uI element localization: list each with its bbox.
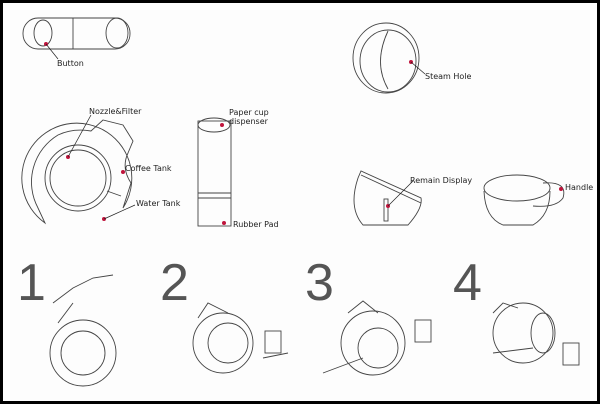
- step-2-illustration: [192, 302, 289, 374]
- label-water-tank: Water Tank: [136, 199, 181, 208]
- body-side-view: [21, 119, 134, 225]
- label-paper-cup-dispenser: Paper cup dispenser: [229, 108, 269, 126]
- step-4-illustration: [492, 302, 580, 366]
- step-1-illustration: [49, 274, 117, 387]
- capsule-top-view: [22, 17, 131, 50]
- leader-lines: [45, 43, 426, 220]
- marker-dots: [44, 42, 563, 225]
- label-coffee-tank: Coffee Tank: [125, 164, 172, 173]
- label-steam-hole: Steam Hole: [425, 72, 472, 81]
- cup-dispenser-view: [197, 117, 232, 227]
- product-diagram: Button Nozzle&Filter Coffee Tank Water T…: [3, 3, 597, 401]
- line-drawings: [21, 17, 580, 387]
- step-number-2: 2: [160, 254, 189, 312]
- tank-side-view: [353, 170, 422, 226]
- label-handle: Handle: [565, 183, 594, 192]
- label-button: Button: [57, 59, 84, 68]
- label-remain-display: Remain Display: [410, 176, 473, 185]
- step-number-4: 4: [453, 254, 482, 312]
- cup-with-handle-view: [483, 174, 565, 226]
- label-nozzle-filter: Nozzle&Filter: [89, 107, 142, 116]
- step-illustrations: [49, 274, 580, 387]
- step-3-illustration: [322, 300, 432, 376]
- label-rubber-pad: Rubber Pad: [233, 220, 279, 229]
- step-number-1: 1: [17, 254, 46, 312]
- lid-top-view: [352, 22, 420, 94]
- step-number-3: 3: [305, 254, 334, 312]
